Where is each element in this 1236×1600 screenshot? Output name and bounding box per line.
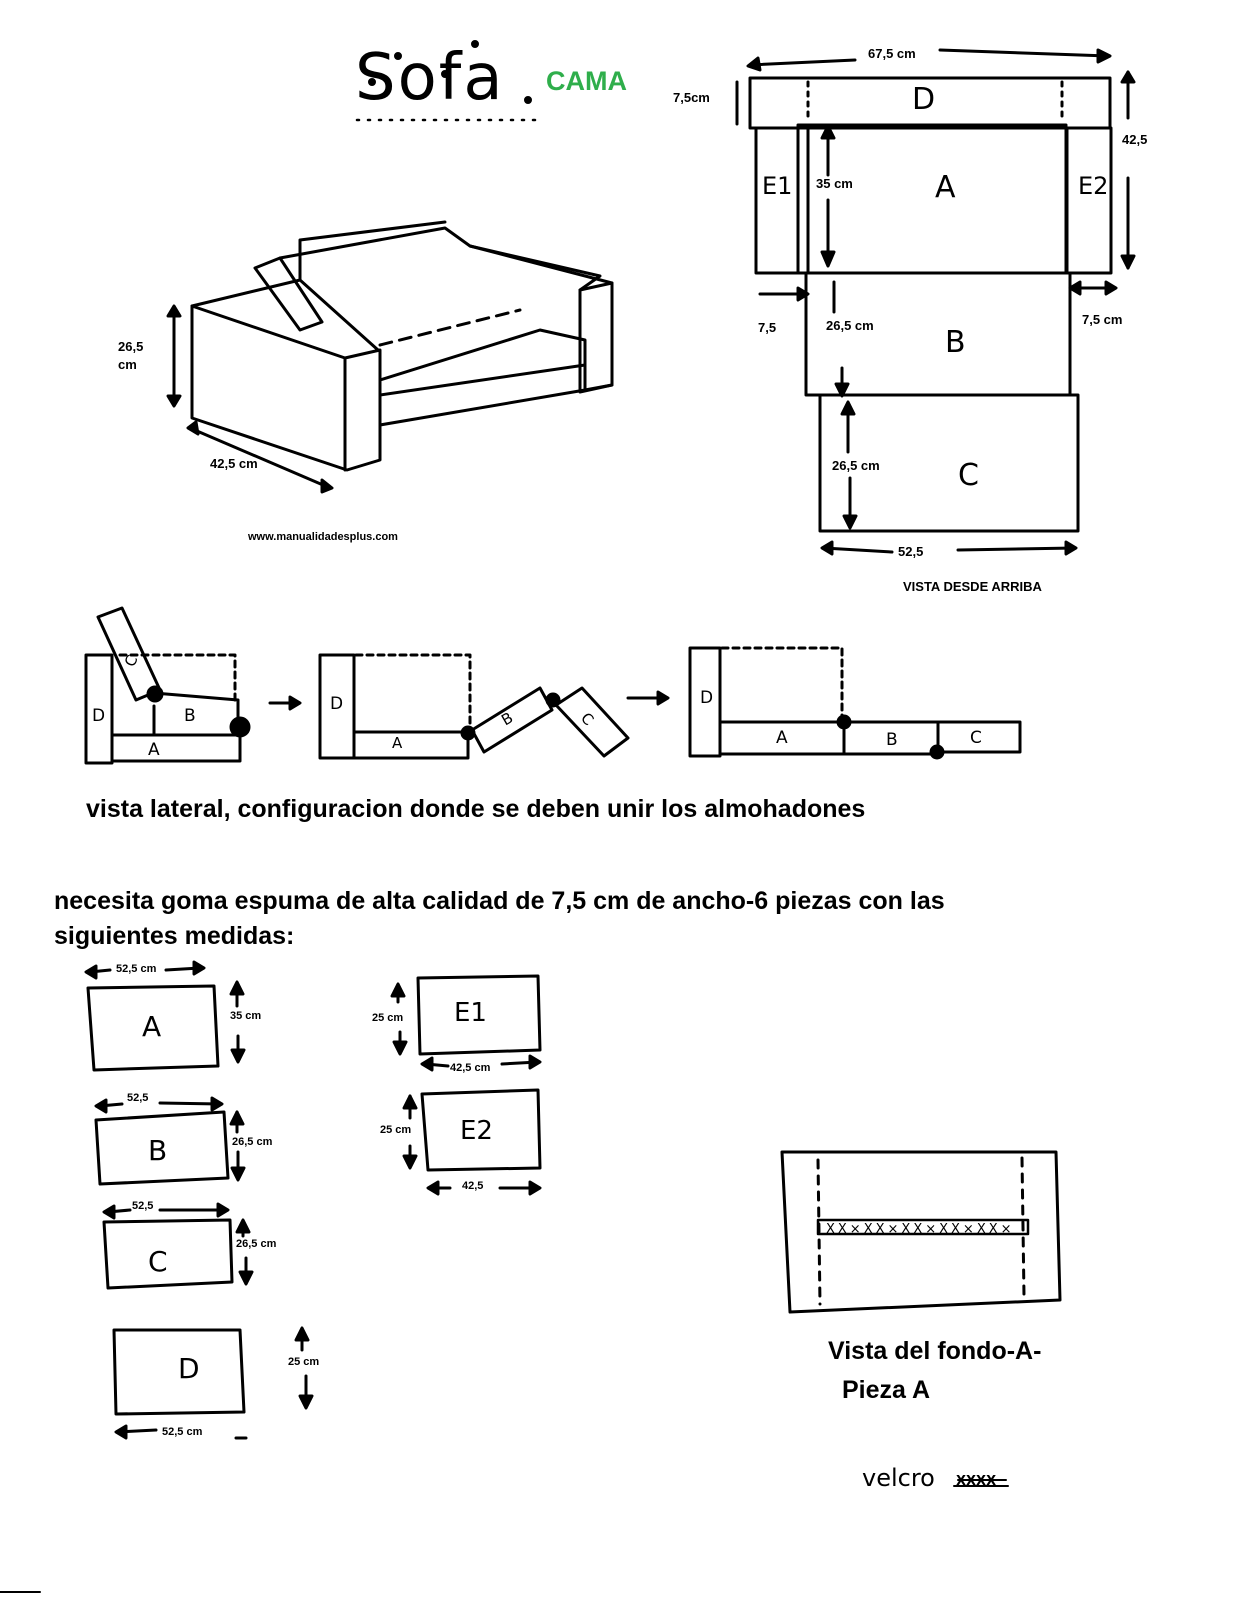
piece-e1-width: 42,5 cm (450, 1062, 491, 1074)
top-right-arm-width: 7,5 cm (1082, 312, 1123, 327)
top-view-caption: VISTA DESDE ARRIBA (903, 579, 1042, 594)
side3-label-b: B (886, 730, 898, 750)
top-piece-d: D (912, 82, 936, 117)
side-view-caption: vista lateral, configuracion donde se de… (86, 795, 866, 823)
piece-e1-letter: E1 (454, 998, 487, 1028)
side3-label-a: A (776, 728, 788, 748)
bottom-view-drawing: XX×XX×XX×XX×XX× XXXX (782, 1152, 1060, 1489)
top-b-label: 26,5 cm (826, 318, 874, 333)
side2-label-d: D (330, 694, 344, 714)
requirements-line1: necesita goma espuma de alta calidad de … (54, 887, 945, 915)
piece-e1-height: 25 cm (372, 1012, 404, 1024)
side1-label-d: D (92, 706, 106, 726)
top-d-height-label: 7,5cm (673, 90, 710, 105)
top-width-label: 67,5 cm (868, 46, 916, 61)
side3-label-c: C (970, 728, 982, 748)
piece-d-letter: D (178, 1352, 200, 1385)
top-arm-height-label: 42,5 (1122, 132, 1148, 147)
piece-a-width: 52,5 cm (116, 963, 157, 975)
top-c-label: 26,5 cm (832, 458, 880, 473)
top-piece-a: A (935, 170, 956, 205)
top-piece-c: C (958, 458, 979, 493)
top-view-drawing (737, 50, 1134, 554)
bottom-view-caption-2: Pieza A (842, 1376, 931, 1404)
title-sofa: Sofa (355, 41, 505, 115)
piece-d-width: 52,5 cm (162, 1426, 203, 1438)
side2-label-a: A (392, 734, 403, 752)
velcro-legend-label: velcro (862, 1464, 935, 1492)
website-url: www.manualidadesplus.com (248, 531, 398, 543)
top-piece-e1: E1 (762, 172, 793, 200)
piece-b-letter: B (148, 1134, 168, 1167)
piece-e2-height: 25 cm (380, 1124, 412, 1136)
top-bottom-width: 52,5 (898, 544, 924, 559)
side1-label-a: A (148, 740, 160, 760)
piece-e2-letter: E2 (460, 1116, 493, 1146)
title-cama: CAMA (546, 66, 627, 96)
title-dots-decoration (357, 41, 540, 120)
piece-c-letter: C (148, 1245, 168, 1278)
piece-a-height: 35 cm (230, 1010, 262, 1022)
side3-label-d: D (700, 688, 714, 708)
piece-c-height: 26,5 cm (236, 1238, 277, 1250)
piece-c-width: 52,5 (132, 1200, 154, 1212)
requirements-line2: siguientes medidas: (54, 922, 295, 950)
side1-label-b: B (184, 706, 196, 726)
piece-b-height: 26,5 cm (232, 1136, 273, 1148)
piece-d-height: 25 cm (288, 1356, 320, 1368)
piece-a-letter: A (142, 1010, 162, 1043)
top-piece-e2: E2 (1078, 172, 1109, 200)
pieces-drawings (86, 962, 540, 1438)
top-piece-b: B (945, 325, 966, 360)
bottom-view-caption-1: Vista del fondo-A- (828, 1337, 1042, 1365)
piece-e2-width: 42,5 (462, 1180, 484, 1192)
top-a-label: 35 cm (816, 176, 853, 191)
sofa-height-label: 26,5 cm (118, 339, 144, 372)
sofa-perspective-drawing (168, 222, 612, 492)
sofa-depth-label: 42,5 cm (210, 456, 258, 471)
svg-text:XX×XX×XX×XX×XX×: XX×XX×XX×XX×XX× (826, 1222, 1015, 1237)
side-view-drawings (86, 608, 1020, 763)
piece-b-width: 52,5 (127, 1092, 149, 1104)
top-left-arm-width: 7,5 (758, 320, 777, 335)
velcro-legend-symbol: xxxx (1014, 1468, 1016, 1469)
